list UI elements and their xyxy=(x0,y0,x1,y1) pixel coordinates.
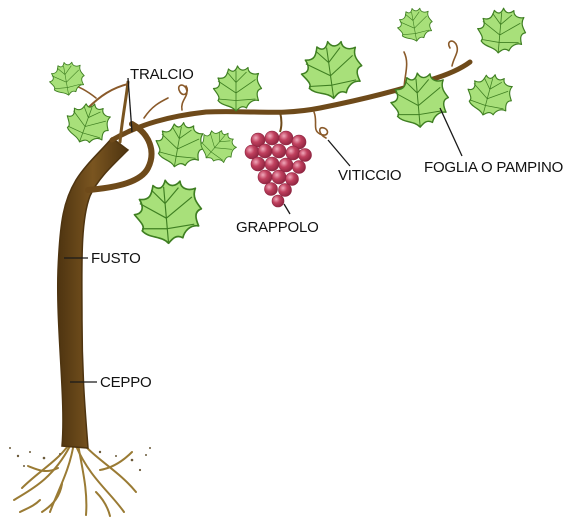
leaf xyxy=(152,118,207,171)
label-ceppo: CEPPO xyxy=(100,374,152,391)
grape-cluster xyxy=(245,112,312,207)
leaf xyxy=(214,66,262,111)
leaf xyxy=(298,37,366,102)
leader-foglia xyxy=(440,108,462,156)
roots xyxy=(14,440,136,516)
leader-viticcio xyxy=(328,140,350,166)
leaf xyxy=(60,97,115,150)
leaf xyxy=(395,5,435,44)
leaf xyxy=(47,59,87,98)
leaf xyxy=(389,71,451,130)
label-fusto: FUSTO xyxy=(91,250,141,267)
label-tralcio: TRALCIO xyxy=(130,66,194,83)
leaf xyxy=(132,177,204,246)
label-grappolo: GRAPPOLO xyxy=(236,219,319,236)
leaf xyxy=(476,6,528,55)
label-foglia: FOGLIA O PAMPINO xyxy=(424,159,563,176)
leader-grappolo xyxy=(284,204,290,214)
label-viticcio: VITICCIO xyxy=(338,167,401,184)
leaf xyxy=(463,69,517,121)
